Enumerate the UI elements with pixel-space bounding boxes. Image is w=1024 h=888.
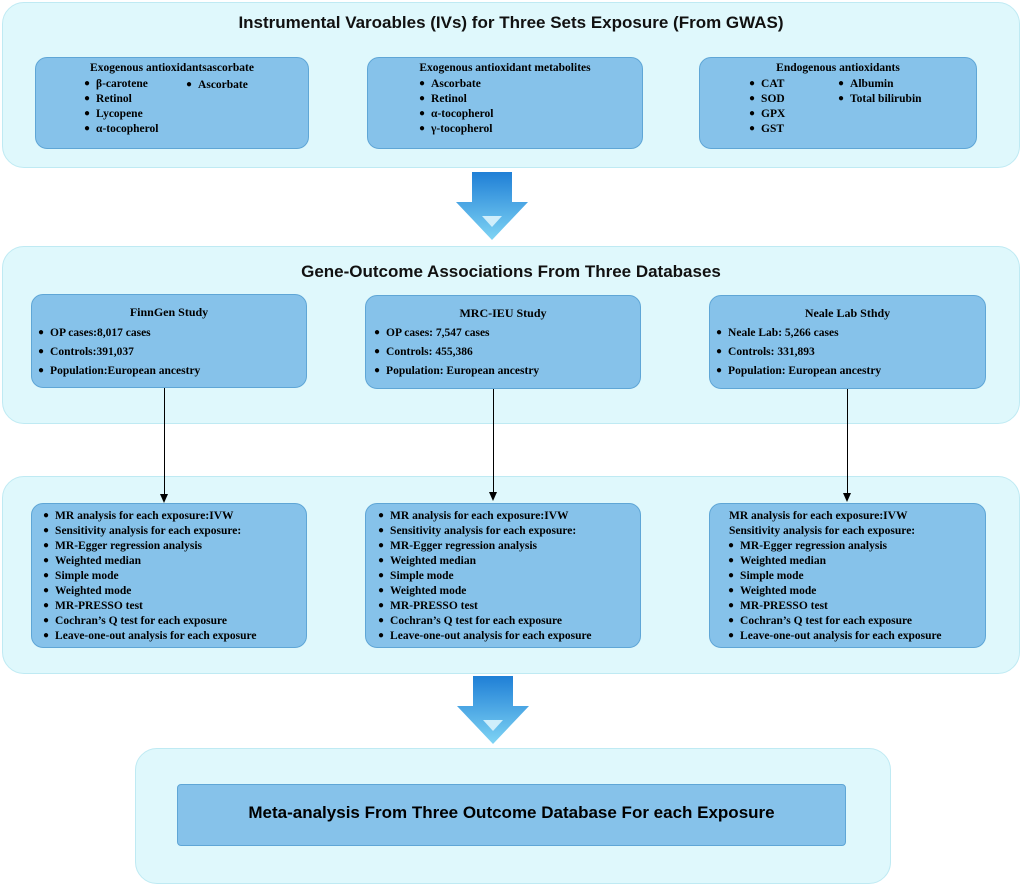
list-item: Cochran’s Q test for each exposure bbox=[728, 614, 942, 629]
box-title: Neale Lab Sthdy bbox=[804, 306, 891, 320]
list-item: Sensitivity analysis for each exposure: bbox=[729, 525, 916, 537]
list-item: Simple mode bbox=[728, 569, 942, 584]
box-title: Endogenous antioxidants bbox=[776, 62, 900, 74]
list-item: Cochran’s Q test for each exposure bbox=[43, 614, 257, 629]
method-list: MR analysis for each exposure:IVW Sensit… bbox=[43, 509, 257, 644]
list-item: Retinol bbox=[84, 92, 158, 107]
list-item: MR-PRESSO test bbox=[378, 599, 592, 614]
method-header: MR analysis for each exposure:IVW Sensit… bbox=[729, 509, 915, 539]
gene-outcome-panel-title: Gene-Outcome Associations From Three Dat… bbox=[301, 262, 721, 281]
list-item: OP cases: 7,547 cases bbox=[374, 324, 539, 343]
list-item: Weighted median bbox=[43, 554, 257, 569]
arrowhead-icon bbox=[843, 493, 851, 502]
mr-analysis-box-mrc-ieu: MR analysis for each exposure:IVW Sensit… bbox=[365, 503, 641, 648]
box-title: MRC-IEU Study bbox=[459, 306, 547, 320]
exposure-list: β-carotene Retinol Lycopene α-tocopherol bbox=[84, 77, 158, 137]
connector-line bbox=[493, 389, 494, 494]
list-item: Total bilirubin bbox=[838, 92, 921, 107]
down-arrow-icon bbox=[457, 676, 529, 744]
list-item: Lycopene bbox=[84, 107, 158, 122]
finngen-box: FinnGen Study OP cases:8,017 cases Contr… bbox=[31, 294, 307, 388]
list-item: MR-Egger regression analysis bbox=[728, 539, 942, 554]
list-item: Weighted median bbox=[378, 554, 592, 569]
list-item: Controls: 455,386 bbox=[374, 343, 539, 362]
exposure-panel: Instrumental Varoables (IVs) for Three S… bbox=[2, 2, 1020, 168]
arrowhead-icon bbox=[160, 494, 168, 503]
neale-lab-box: Neale Lab Sthdy Neale Lab: 5,266 cases C… bbox=[709, 295, 986, 389]
list-item: OP cases:8,017 cases bbox=[38, 324, 200, 343]
list-item: Simple mode bbox=[378, 569, 592, 584]
list-item: α-tocopherol bbox=[84, 122, 158, 137]
list-item: Weighted mode bbox=[378, 584, 592, 599]
list-item: MR-Egger regression analysis bbox=[378, 539, 592, 554]
list-item: β-carotene bbox=[84, 77, 158, 92]
exogenous-antioxidants-box: Exogenous antioxidantsascorbate β-carote… bbox=[35, 57, 309, 149]
exposure-list: Albumin Total bilirubin bbox=[838, 77, 922, 107]
list-item: GPX bbox=[749, 107, 785, 122]
list-item: Leave-one-out analysis for each exposure bbox=[43, 629, 256, 644]
meta-analysis-box: Meta-analysis From Three Outcome Databas… bbox=[177, 784, 846, 846]
connector-line bbox=[847, 389, 848, 495]
list-item: Weighted mode bbox=[728, 584, 942, 599]
study-list: OP cases:8,017 cases Controls:391,037 Po… bbox=[38, 324, 200, 381]
list-item: Neale Lab: 5,266 cases bbox=[716, 324, 881, 343]
list-item: Sensitivity analysis for each exposure: bbox=[43, 524, 257, 539]
list-item: Retinol bbox=[419, 92, 493, 107]
list-item: Weighted median bbox=[728, 554, 942, 569]
exogenous-metabolites-box: Exogenous antioxidant metabolites Ascorb… bbox=[367, 57, 643, 149]
list-item: MR analysis for each exposure:IVW bbox=[378, 509, 592, 524]
list-item: Weighted mode bbox=[43, 584, 257, 599]
list-item: MR-PRESSO test bbox=[728, 599, 942, 614]
mr-analysis-box-finngen: MR analysis for each exposure:IVW Sensit… bbox=[31, 503, 307, 648]
list-item: Controls: 331,893 bbox=[716, 343, 881, 362]
list-item: MR analysis for each exposure:IVW bbox=[43, 509, 257, 524]
list-item: MR-Egger regression analysis bbox=[43, 539, 257, 554]
list-item: Albumin bbox=[838, 77, 922, 92]
list-item: Simple mode bbox=[43, 569, 257, 584]
exposure-panel-title: Instrumental Varoables (IVs) for Three S… bbox=[238, 13, 784, 32]
list-item: γ-tocopherol bbox=[419, 122, 493, 137]
list-item: Controls:391,037 bbox=[38, 343, 200, 362]
connector-line bbox=[164, 388, 165, 496]
list-item: Sensitivity analysis for each exposure: bbox=[378, 524, 592, 539]
list-item: Ascorbate bbox=[419, 77, 493, 92]
list-item: CAT bbox=[749, 77, 785, 92]
exposure-list: CAT SOD GPX GST bbox=[749, 77, 785, 137]
method-list: MR-Egger regression analysis Weighted me… bbox=[728, 539, 942, 644]
mrc-ieu-box: MRC-IEU Study OP cases: 7,547 cases Cont… bbox=[365, 295, 641, 389]
arrowhead-icon bbox=[489, 492, 497, 501]
list-item: GST bbox=[749, 122, 785, 137]
list-item: Population: European ancestry bbox=[716, 362, 881, 381]
mr-analysis-box-neale-lab: MR analysis for each exposure:IVW Sensit… bbox=[709, 503, 986, 648]
list-item: Population: European ancestry bbox=[374, 362, 539, 381]
method-list: MR analysis for each exposure:IVW Sensit… bbox=[378, 509, 592, 644]
box-title: Exogenous antioxidant metabolites bbox=[419, 62, 591, 74]
list-item: SOD bbox=[749, 92, 785, 107]
study-list: Neale Lab: 5,266 cases Controls: 331,893… bbox=[716, 324, 881, 381]
study-list: OP cases: 7,547 cases Controls: 455,386 … bbox=[374, 324, 539, 381]
list-item: Leave-one-out analysis for each exposure bbox=[378, 629, 591, 644]
list-item: Leave-one-out analysis for each exposure bbox=[728, 629, 941, 644]
down-arrow-icon bbox=[456, 172, 528, 240]
list-item: MR-PRESSO test bbox=[43, 599, 257, 614]
exposure-list: Ascorbate Retinol α-tocopherol γ-tocophe… bbox=[419, 77, 493, 137]
list-item: MR analysis for each exposure:IVW bbox=[729, 510, 908, 522]
box-title: FinnGen Study bbox=[129, 305, 209, 319]
endogenous-antioxidants-box: Endogenous antioxidants CAT SOD GPX GST … bbox=[699, 57, 977, 149]
list-item: Ascorbate bbox=[186, 78, 248, 93]
box-title: Exogenous antioxidantsascorbate bbox=[90, 62, 254, 74]
list-item: α-tocopherol bbox=[419, 107, 493, 122]
exposure-list: Ascorbate bbox=[186, 78, 248, 93]
meta-analysis-title: Meta-analysis From Three Outcome Databas… bbox=[248, 803, 775, 822]
list-item: Cochran’s Q test for each exposure bbox=[378, 614, 592, 629]
list-item: Population:European ancestry bbox=[38, 362, 200, 381]
